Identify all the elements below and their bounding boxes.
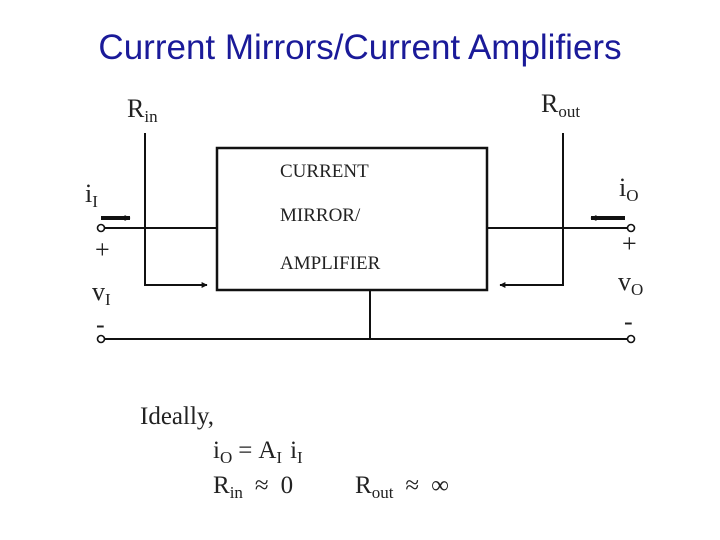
rin-equation: Rin≈0 <box>213 472 293 502</box>
output-ground-terminal <box>626 334 636 344</box>
output-terminal <box>626 223 636 233</box>
input-minus-sign: - <box>96 310 105 339</box>
input-current-label: iI <box>85 179 98 211</box>
rout-label: Rout <box>541 89 580 121</box>
input-terminal <box>96 223 106 233</box>
input-voltage-label: vI <box>92 277 111 309</box>
rin-label: Rin <box>127 94 158 126</box>
amplifier-box <box>215 146 489 292</box>
rout-equation: Rout≈∞ <box>355 472 449 502</box>
rout-arrow <box>499 133 564 288</box>
output-plus-sign: + <box>622 229 637 258</box>
output-voltage-label: vO <box>618 267 643 299</box>
box-line-2: MIRROR/ <box>280 205 361 226</box>
input-ground-terminal <box>96 334 106 344</box>
slide-title: Current Mirrors/Current Amplifiers <box>98 28 622 67</box>
rin-arrow <box>144 133 208 288</box>
ideally-label: Ideally, <box>140 403 214 430</box>
box-line-1: CURRENT <box>280 161 369 182</box>
output-current-label: iO <box>619 173 639 205</box>
input-plus-sign: + <box>95 235 110 264</box>
output-minus-sign: - <box>624 307 633 336</box>
box-line-3: AMPLIFIER <box>280 253 381 274</box>
